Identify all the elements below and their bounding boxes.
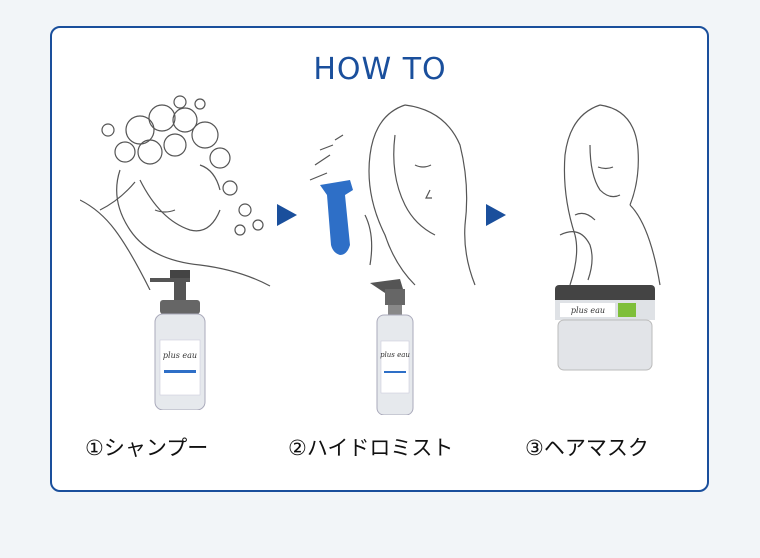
mist-illustration bbox=[309, 104, 476, 286]
step-label-shampoo: ①シャンプー bbox=[85, 436, 209, 460]
page-title: HOW TO bbox=[313, 52, 447, 87]
step-shampoo: plus eau bbox=[80, 90, 280, 420]
hair-mask-jar: plus eau bbox=[555, 285, 655, 371]
mask-illustration bbox=[559, 104, 661, 286]
jar-brand-text: plus eau bbox=[571, 306, 605, 315]
step-label-hair-mask: ③ヘアマスク bbox=[525, 436, 649, 460]
shampoo-illustration bbox=[80, 95, 271, 290]
mist-bottle: plus eau bbox=[370, 279, 414, 415]
arrow-right-icon bbox=[486, 204, 506, 226]
how-to-card bbox=[50, 26, 709, 492]
bottle-brand-text: plus eau bbox=[380, 351, 410, 359]
step-label-hydro-mist: ②ハイドロミスト bbox=[288, 436, 454, 460]
step-hair-mask: plus eau bbox=[520, 95, 690, 425]
shampoo-bottle: plus eau bbox=[150, 270, 206, 410]
arrow-right-icon bbox=[277, 204, 297, 226]
bottle-brand-text: plus eau bbox=[163, 351, 197, 360]
step-hydro-mist: plus eau bbox=[295, 95, 495, 425]
